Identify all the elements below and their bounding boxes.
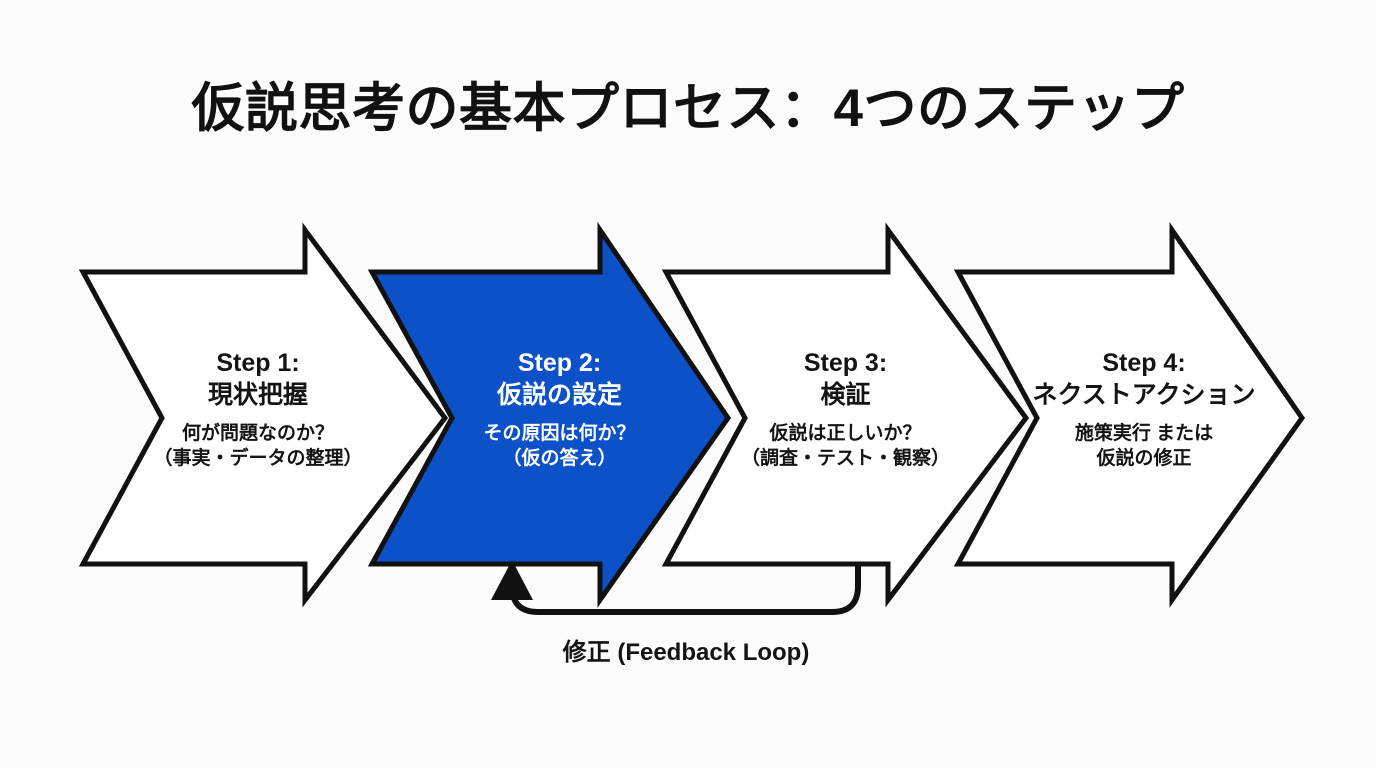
step-2-chevron[interactable] [367, 221, 732, 608]
step-1-chevron[interactable] [78, 222, 449, 608]
feedback-loop-path [509, 566, 861, 615]
step-3-chevron[interactable] [661, 222, 1030, 608]
feedback-loop-label: 修正 (Feedback Loop) [562, 639, 810, 666]
page-title: 仮説思考の基本プロセス：4つのステップ [191, 79, 1185, 138]
step-4-chevron[interactable] [953, 221, 1306, 608]
feedback-loop-label-wrap: 修正 (Feedback Loop) [0, 632, 1376, 667]
feedback-loop-arrowhead [491, 560, 533, 600]
